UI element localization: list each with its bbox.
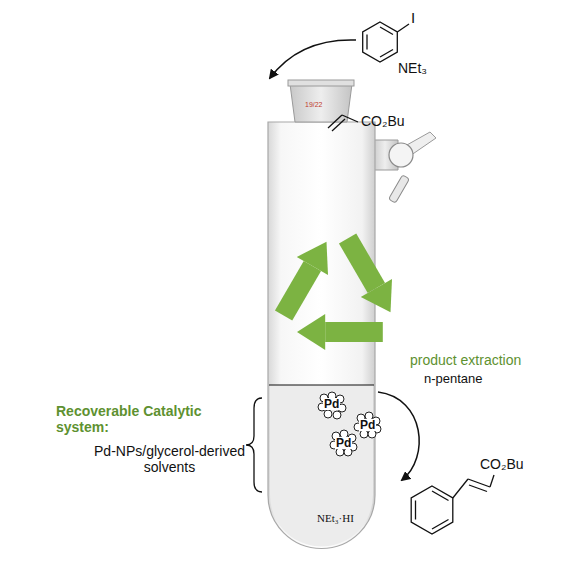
joint-rim xyxy=(288,80,354,86)
curly-brace xyxy=(246,398,262,492)
atom-label: I xyxy=(411,9,415,26)
reagent-label: CO₂Bu xyxy=(361,113,405,129)
reagent-label: NEt₃ xyxy=(398,60,427,76)
extraction-arrow xyxy=(378,392,419,480)
salt-label: NEt₃·HI xyxy=(317,512,354,525)
joint-size-label: 19/22 xyxy=(305,101,323,109)
pd-label: Pd xyxy=(359,419,376,431)
solvent-label: n-pentane xyxy=(424,372,483,387)
step-label: product extraction xyxy=(410,352,521,368)
ground-joint xyxy=(290,84,352,122)
stopcock-handle xyxy=(389,175,410,203)
pd-label: Pd xyxy=(323,398,340,410)
stopcock xyxy=(389,143,413,167)
acrylate-structure xyxy=(328,115,358,131)
addition-arrow xyxy=(270,40,356,78)
recycle-symbol xyxy=(284,239,392,351)
liquid-phase xyxy=(270,385,373,547)
product-structure xyxy=(411,475,494,534)
pd-nanoparticles xyxy=(318,392,381,456)
system-heading: Recoverable Catalytic system: xyxy=(56,403,241,435)
phase-boundary xyxy=(269,384,374,385)
pd-label: Pd xyxy=(335,437,352,449)
iodobenzene-structure xyxy=(363,22,409,62)
system-description: Pd-NPs/glycerol-derived solvents xyxy=(92,443,247,475)
product-label: CO₂Bu xyxy=(480,456,524,472)
